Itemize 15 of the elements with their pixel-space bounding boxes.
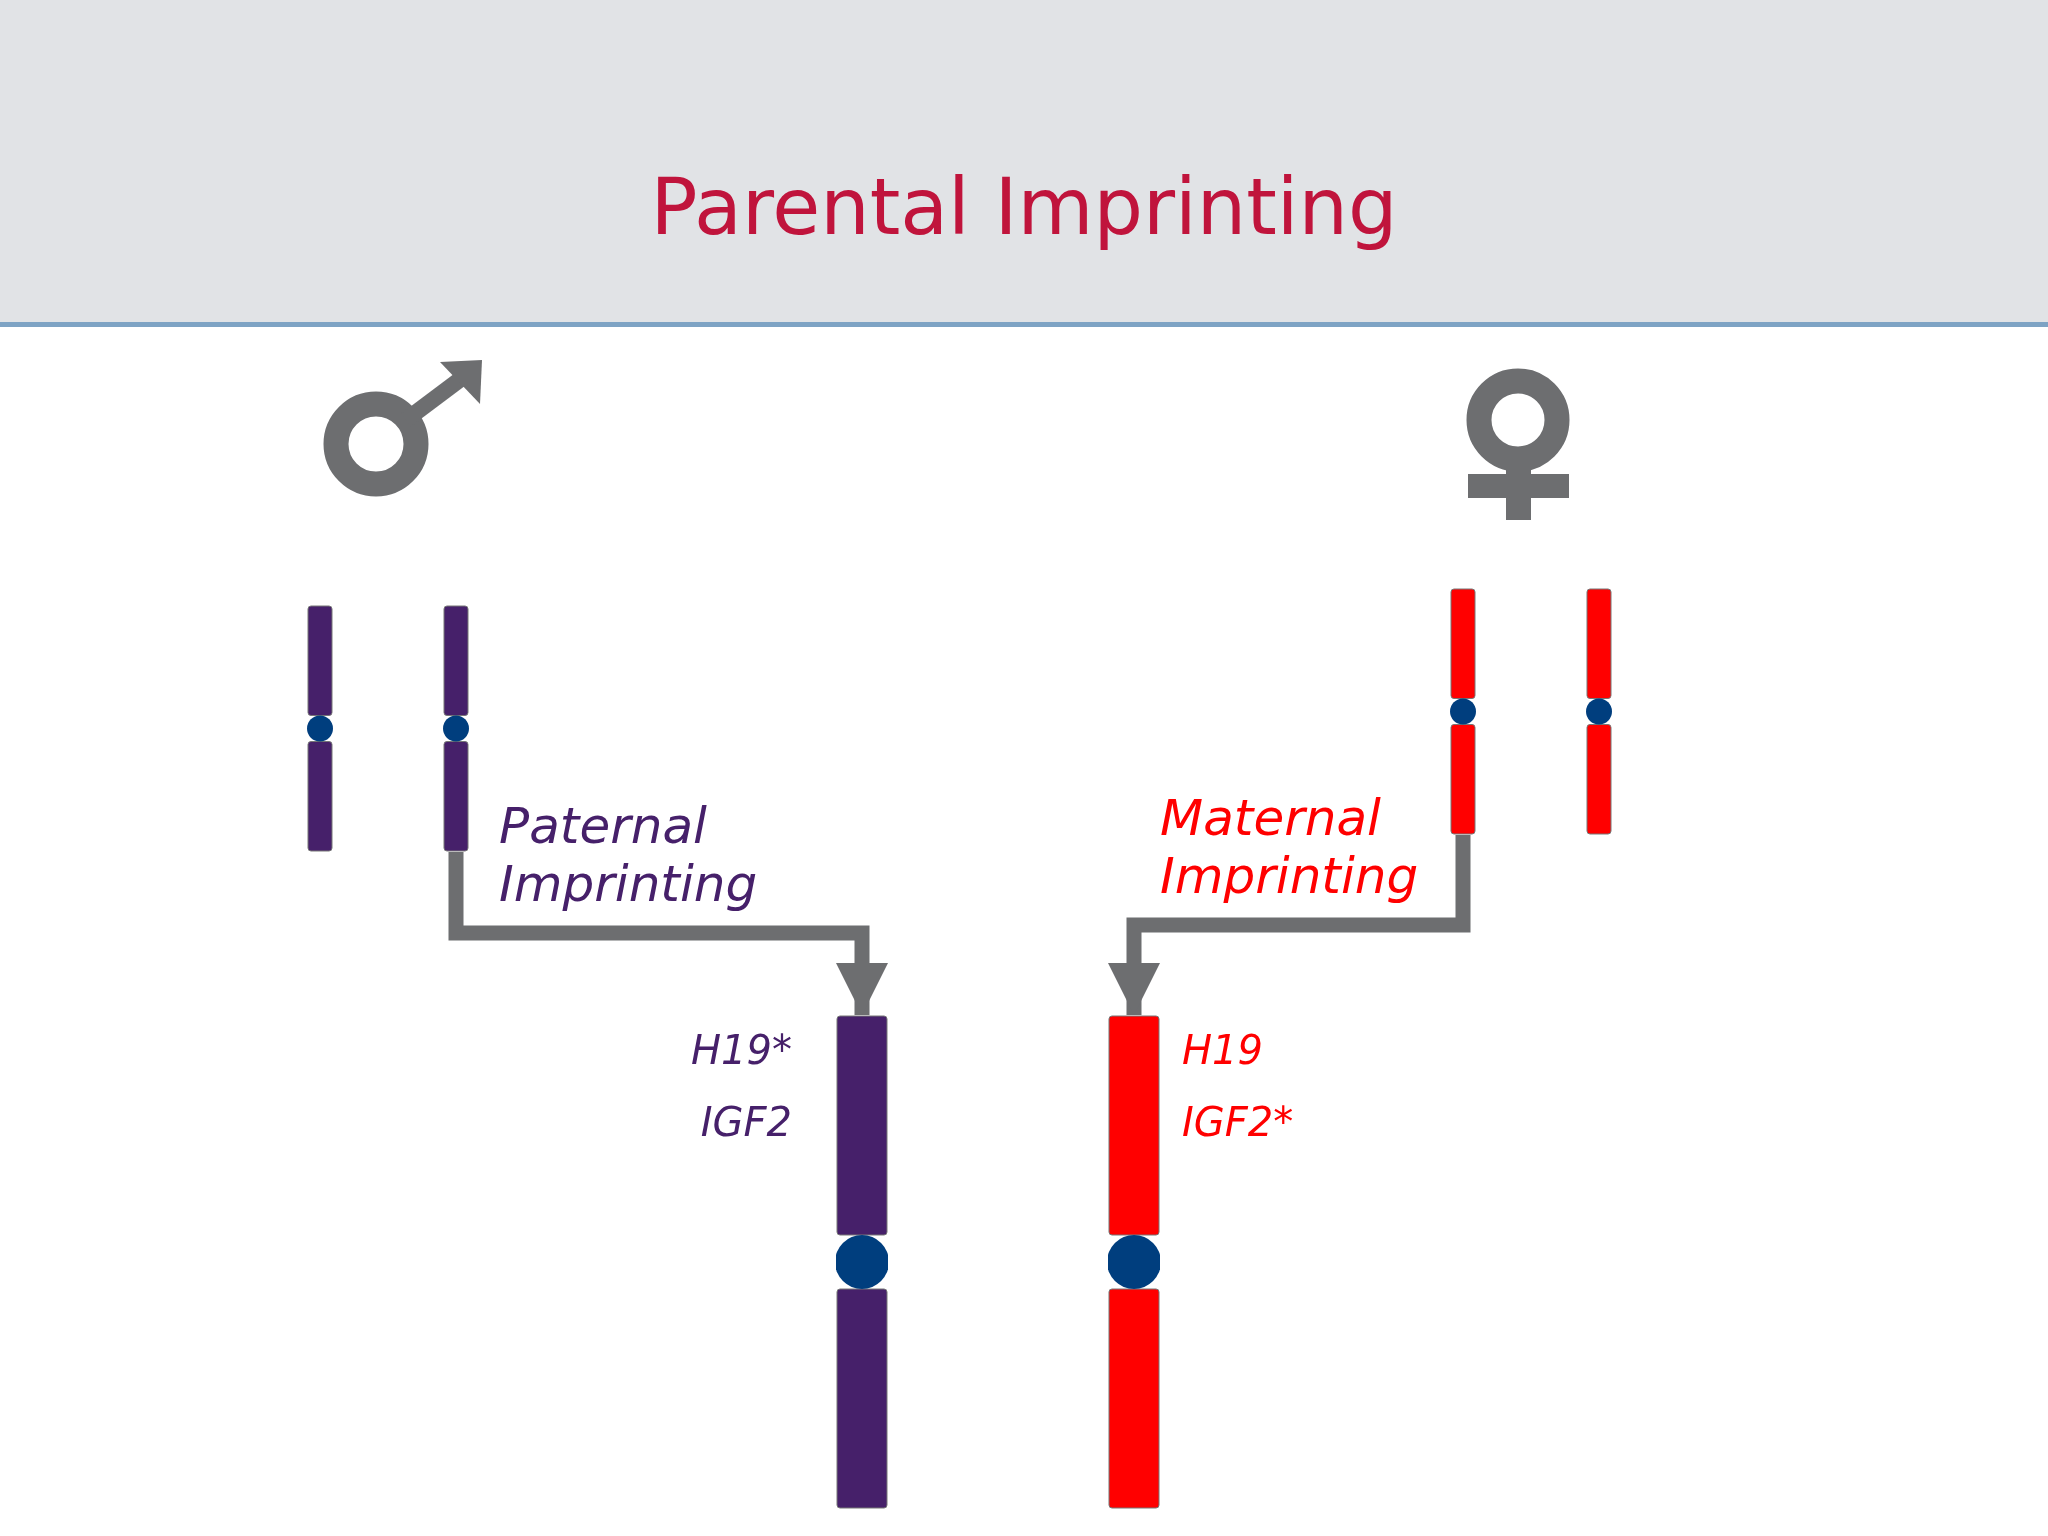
chromosome: [307, 605, 333, 852]
edge-label: Maternal Imprinting: [1160, 790, 1420, 905]
gene-label: IGF2: [700, 1099, 792, 1145]
gene-label: IGF2*: [1182, 1099, 1294, 1145]
gene-label: H19*: [691, 1027, 792, 1073]
arrow: [448, 852, 888, 1015]
chromosome: [1450, 588, 1476, 835]
chromosome: [443, 605, 469, 852]
chromosome: [1586, 588, 1612, 835]
chromosome: [1108, 1015, 1160, 1509]
chromosome: [836, 1015, 888, 1509]
edge-label: Paternal Imprinting: [499, 798, 759, 913]
arrow: [1108, 835, 1471, 1015]
title: Parental Imprinting: [650, 162, 1398, 252]
gene-label: H19: [1182, 1027, 1263, 1073]
